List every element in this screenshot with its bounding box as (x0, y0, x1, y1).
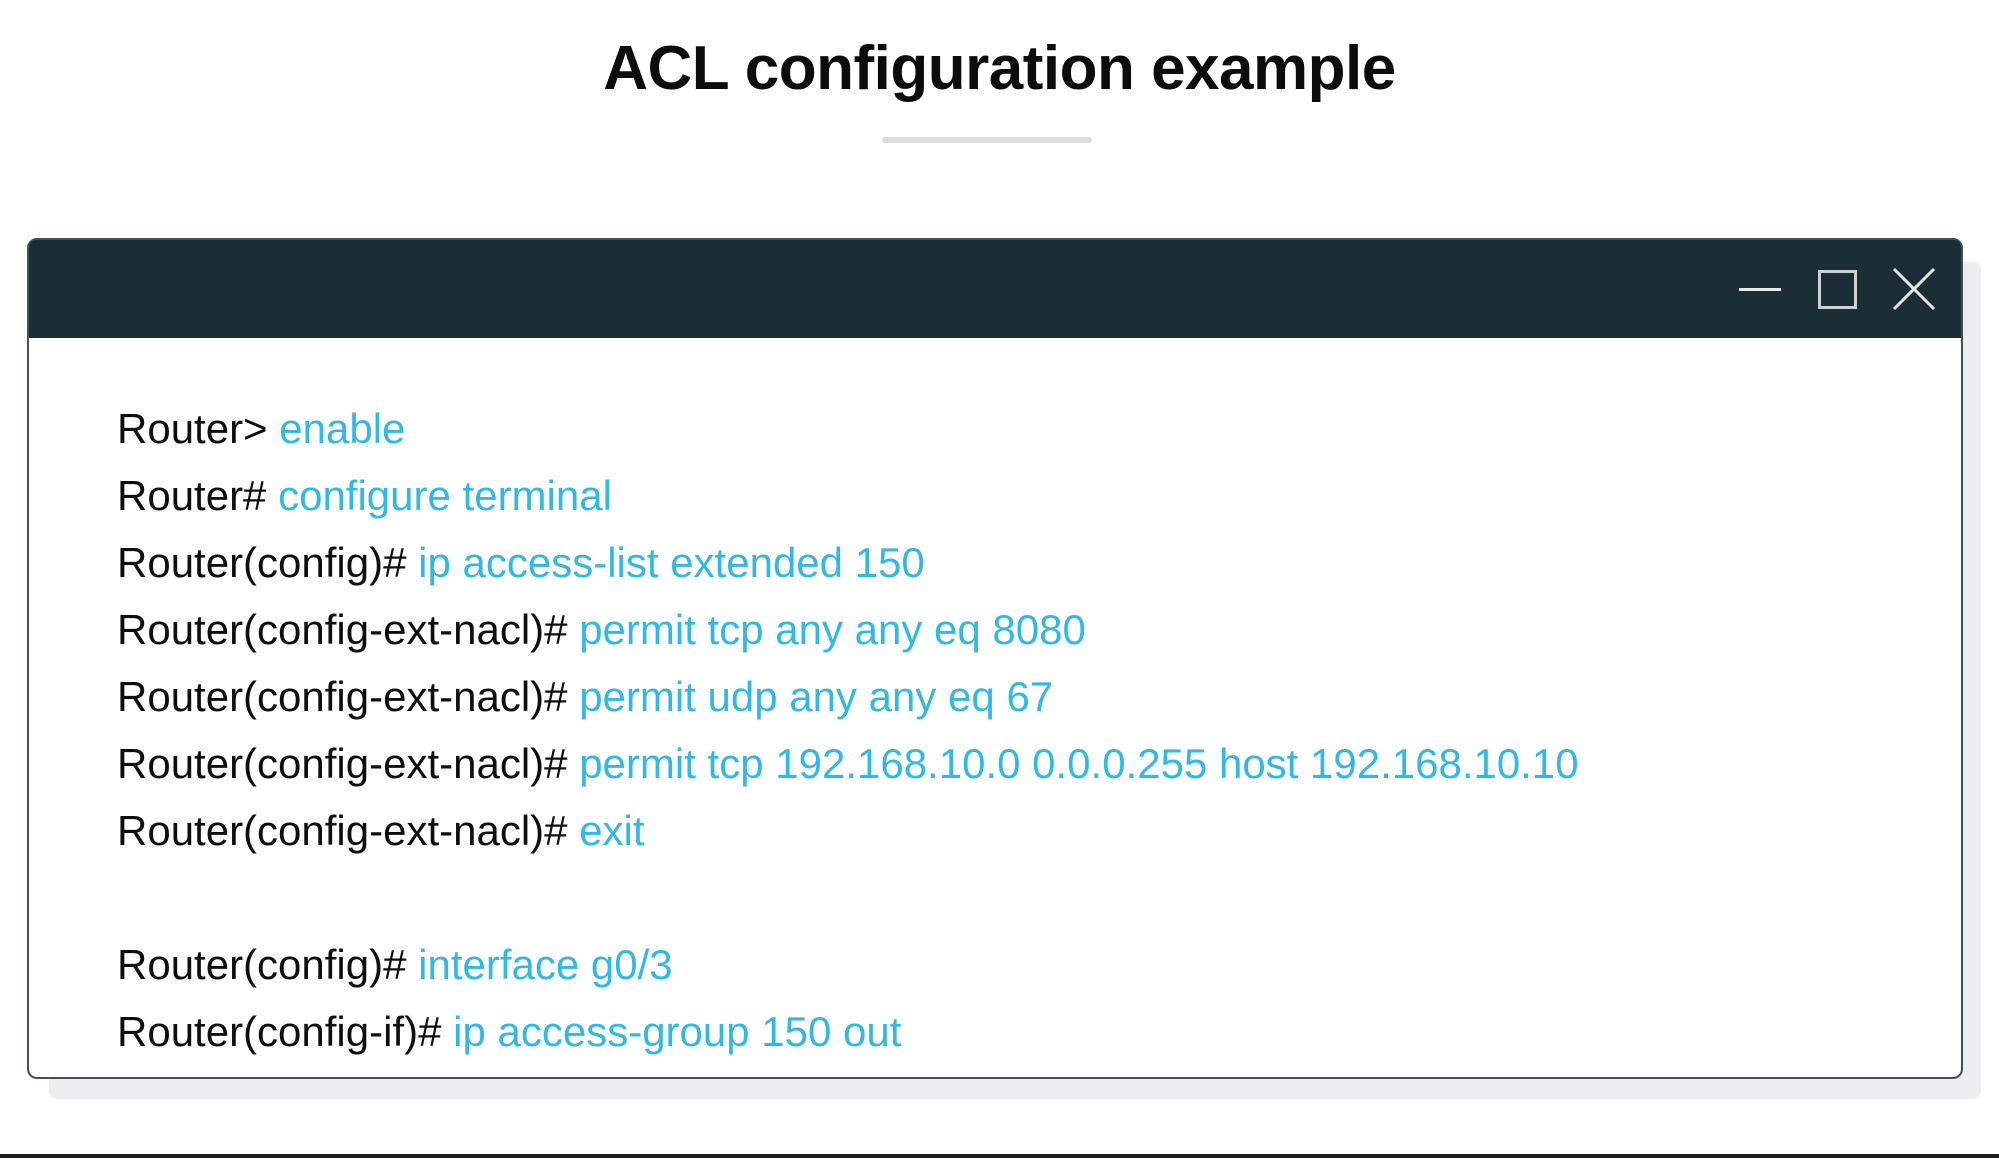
bottom-rule (0, 1154, 1999, 1158)
terminal-line: Router(config-ext-nacl)# permit tcp any … (117, 596, 1931, 663)
terminal-line: Router(config-if)# ip access-group 150 o… (117, 998, 1931, 1065)
terminal-prompt: Router# (117, 472, 267, 519)
terminal-command: permit tcp any any eq 8080 (579, 606, 1086, 653)
minimize-button[interactable] (1738, 267, 1782, 311)
terminal-prompt: Router(config-ext-nacl)# (117, 673, 568, 720)
terminal-command: permit tcp 192.168.10.0 0.0.0.255 host 1… (579, 740, 1579, 787)
terminal-command: interface g0/3 (418, 941, 673, 988)
terminal-line: Router# configure terminal (117, 462, 1931, 529)
terminal-prompt: Router(config)# (117, 539, 407, 586)
close-icon (1892, 267, 1936, 311)
terminal-command: ip access-group 150 out (453, 1008, 902, 1055)
terminal-output: Router> enable Router# configure termina… (29, 338, 1961, 1065)
terminal-prompt: Router(config-ext-nacl)# (117, 606, 568, 653)
terminal-command: exit (579, 807, 645, 854)
title-divider (881, 137, 1092, 144)
minimize-icon (1739, 287, 1781, 291)
maximize-button[interactable] (1815, 267, 1859, 311)
terminal-line: Router(config-ext-nacl)# permit udp any … (117, 663, 1931, 730)
terminal-command: enable (279, 405, 406, 452)
terminal-line: Router(config)# ip access-list extended … (117, 529, 1931, 596)
terminal-prompt: Router(config-ext-nacl)# (117, 807, 568, 854)
terminal-window-titlebar (29, 240, 1961, 338)
terminal-command: configure terminal (278, 472, 612, 519)
terminal-prompt: Router(config-if)# (117, 1008, 442, 1055)
terminal-prompt: Router> (117, 405, 268, 452)
terminal-command: ip access-list extended 150 (418, 539, 925, 586)
terminal-line: Router(config)# interface g0/3 (117, 931, 1931, 998)
terminal-line: Router(config-ext-nacl)# permit tcp 192.… (117, 730, 1931, 797)
maximize-icon (1817, 269, 1857, 309)
terminal-line (117, 864, 1931, 931)
terminal-prompt: Router(config-ext-nacl)# (117, 740, 568, 787)
close-button[interactable] (1892, 267, 1936, 311)
terminal-command: permit udp any any eq 67 (579, 673, 1054, 720)
page-title: ACL configuration example (603, 34, 1396, 103)
terminal-prompt: Router(config)# (117, 941, 407, 988)
terminal-window: Router> enable Router# configure termina… (27, 238, 1963, 1079)
terminal-line: Router> enable (117, 395, 1931, 462)
terminal-line: Router(config-ext-nacl)# exit (117, 797, 1931, 864)
